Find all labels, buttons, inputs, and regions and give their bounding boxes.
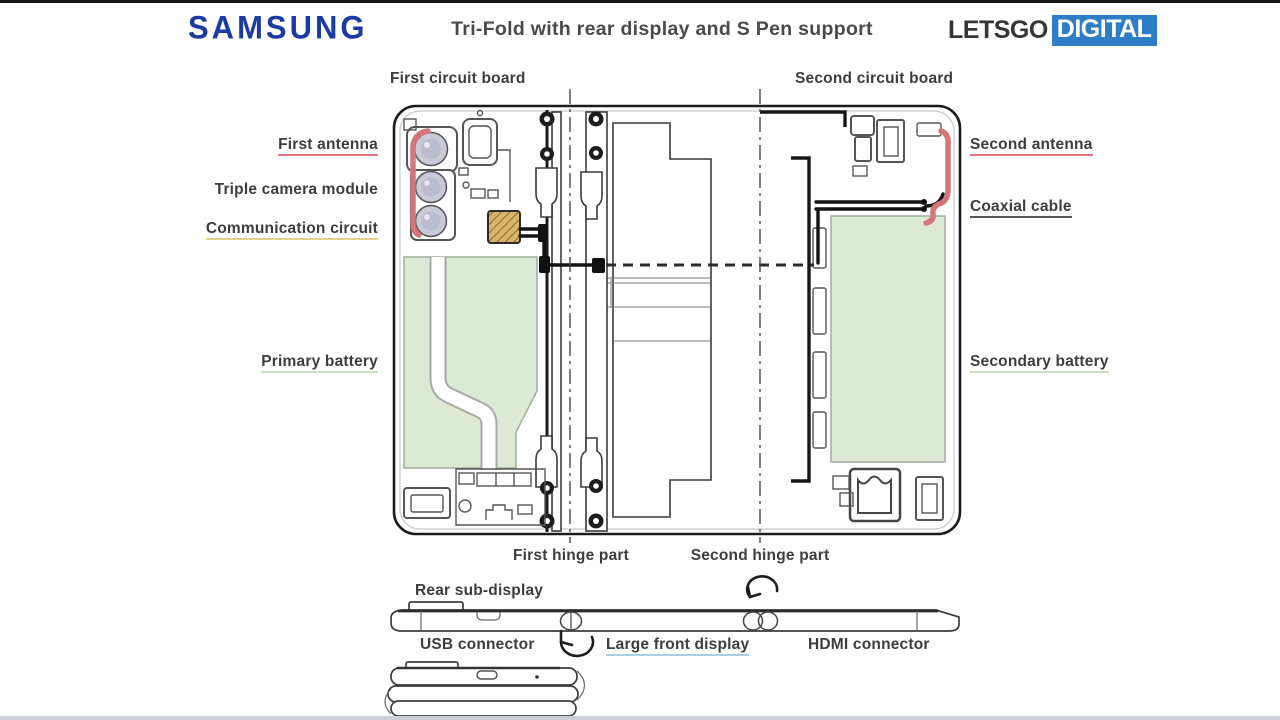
label-first-hinge-part: First hinge part xyxy=(512,547,630,564)
earpiece-speaker-inner xyxy=(468,125,492,159)
label-triple-camera-module: Triple camera module xyxy=(214,181,378,198)
page-title: Tri-Fold with rear display and S Pen sup… xyxy=(451,18,873,40)
first-hinge-side xyxy=(559,611,583,631)
label-usb-connector: USB connector xyxy=(420,636,535,653)
folded-right-hinge-wrap xyxy=(576,670,586,701)
label-primary-battery: Primary battery xyxy=(261,353,378,373)
communication-circuit-drawing xyxy=(487,210,521,244)
folded-layer-2 xyxy=(387,685,579,703)
side-view-folded xyxy=(384,661,586,717)
primary-battery-drawing xyxy=(403,256,538,469)
letsgo-logo-text: LETSGO xyxy=(948,16,1048,44)
secondary-battery-drawing xyxy=(830,215,946,463)
second-board-components xyxy=(850,115,942,177)
bottom-right-components xyxy=(832,467,944,523)
second-board-edges xyxy=(760,110,847,483)
label-second-hinge-part: Second hinge part xyxy=(690,547,830,564)
label-hdmi-connector: HDMI connector xyxy=(808,636,930,653)
label-coaxial-cable: Coaxial cable xyxy=(970,198,1072,218)
first-board-small-parts xyxy=(403,109,511,202)
device-outline xyxy=(392,104,962,536)
label-large-front-display: Large front display xyxy=(606,636,750,656)
label-communication-circuit: Communication circuit xyxy=(205,220,378,240)
label-first-circuit-board: First circuit board xyxy=(390,70,526,87)
label-first-antenna: First antenna xyxy=(278,136,378,156)
letsgodigital-logo: LETSGO DIGITAL xyxy=(948,15,1158,46)
spen-slot-notch xyxy=(476,612,501,621)
earpiece-speaker xyxy=(462,118,498,166)
second-hinge-side xyxy=(742,611,779,631)
side-view-open xyxy=(390,575,960,658)
top-frame-bar xyxy=(0,0,1280,3)
middle-panel xyxy=(612,122,712,518)
label-second-antenna: Second antenna xyxy=(970,136,1093,156)
samsung-logo: SAMSUNG xyxy=(188,9,368,46)
device-top-view xyxy=(392,89,962,543)
cables xyxy=(518,192,945,273)
digital-logo-badge: DIGITAL xyxy=(1051,15,1158,46)
label-rear-sub-display: Rear sub-display xyxy=(415,582,544,599)
folded-dot xyxy=(535,675,539,679)
label-second-circuit-board: Second circuit board xyxy=(795,70,954,87)
right-connector-strip xyxy=(812,227,827,449)
triple-camera-module-drawing xyxy=(406,126,458,241)
folded-left-hinge-wrap xyxy=(384,688,392,715)
first-hinge-drawing xyxy=(535,110,608,532)
second-antenna-drawing xyxy=(923,128,951,226)
bottom-left-components xyxy=(403,468,546,526)
label-secondary-battery: Secondary battery xyxy=(970,353,1109,373)
first-antenna-drawing xyxy=(410,128,431,238)
fold-direction-arrow-bottom xyxy=(559,629,595,658)
device-inner-outline xyxy=(399,110,955,530)
battery-ribbon-cable xyxy=(429,257,498,470)
bottom-frame-bar xyxy=(0,716,1280,720)
open-profile-body xyxy=(390,609,960,632)
fold-direction-arrow-top xyxy=(745,575,779,599)
folded-layer-3 xyxy=(390,700,577,717)
folded-camera-oval xyxy=(476,670,498,680)
